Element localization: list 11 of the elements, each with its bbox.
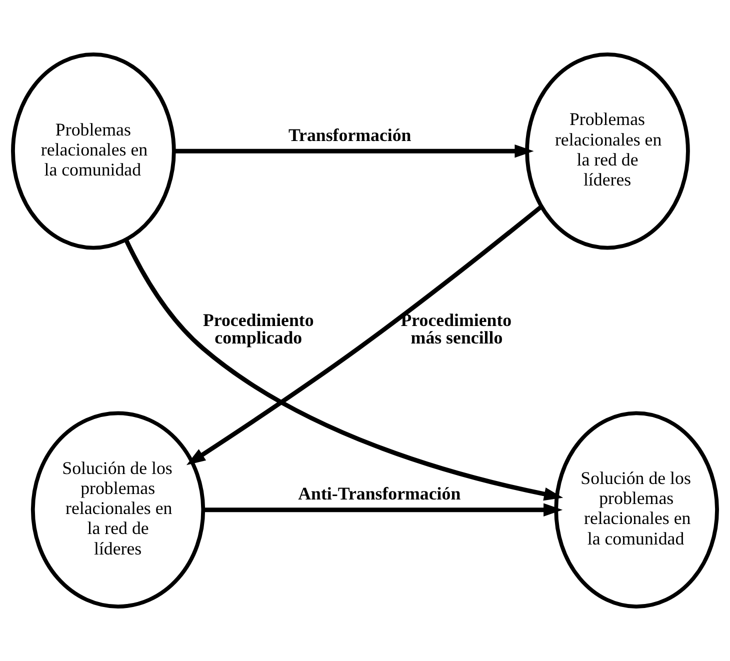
edge-label: Anti-Transformación — [298, 484, 461, 504]
edge-label: Procedimiento complicado — [202, 310, 314, 348]
edge-label: Procedimiento más sencillo — [400, 310, 512, 348]
arrow — [203, 503, 563, 517]
node-ellipse: Problemas relacionales en la red de líderes — [525, 52, 690, 250]
arrow — [186, 204, 543, 466]
edge-label: Transformación — [288, 124, 412, 145]
arrow — [124, 238, 564, 501]
arrow — [174, 144, 534, 158]
node-ellipse: Solución de los problemas relacionales en la comunidad — [554, 411, 719, 608]
node-ellipse: Problemas relacionales en la comunidad — [11, 52, 176, 250]
